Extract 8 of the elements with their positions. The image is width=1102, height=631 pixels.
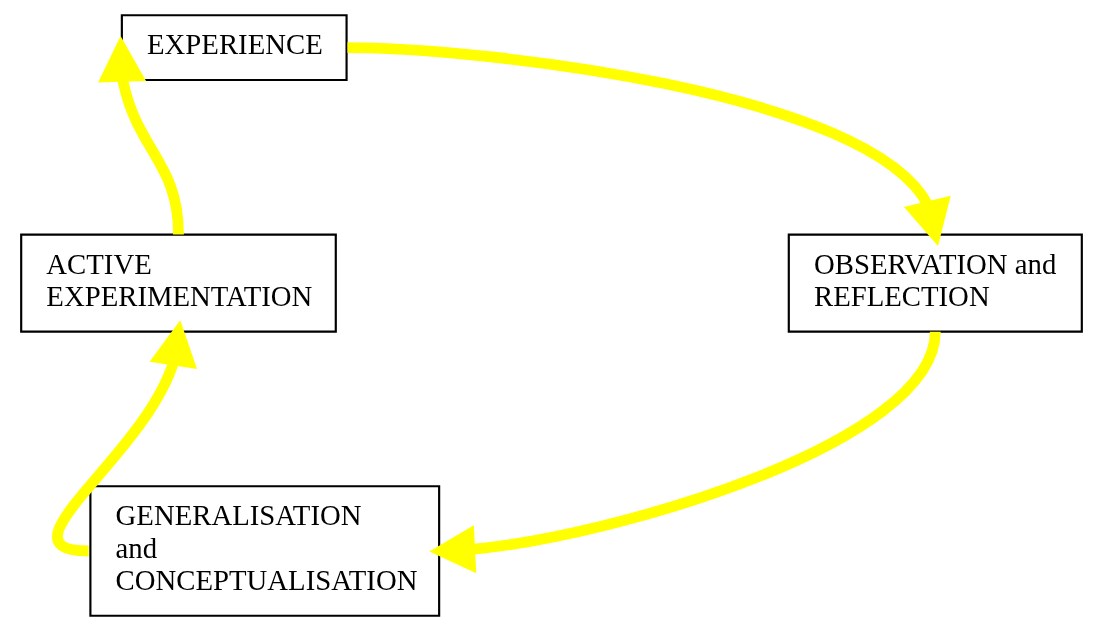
node-box: ACTIVE EXPERIMENTATION [19,233,337,333]
arrow [51,320,197,557]
node-box: EXPERIENCE [120,14,348,82]
arrow [97,36,184,235]
arrow [428,330,941,574]
arrow [346,42,951,246]
node-box: OBSERVATION and REFLECTION [787,233,1083,333]
node-box: GENERALISATION and CONCEPTUALISATION [88,485,440,617]
